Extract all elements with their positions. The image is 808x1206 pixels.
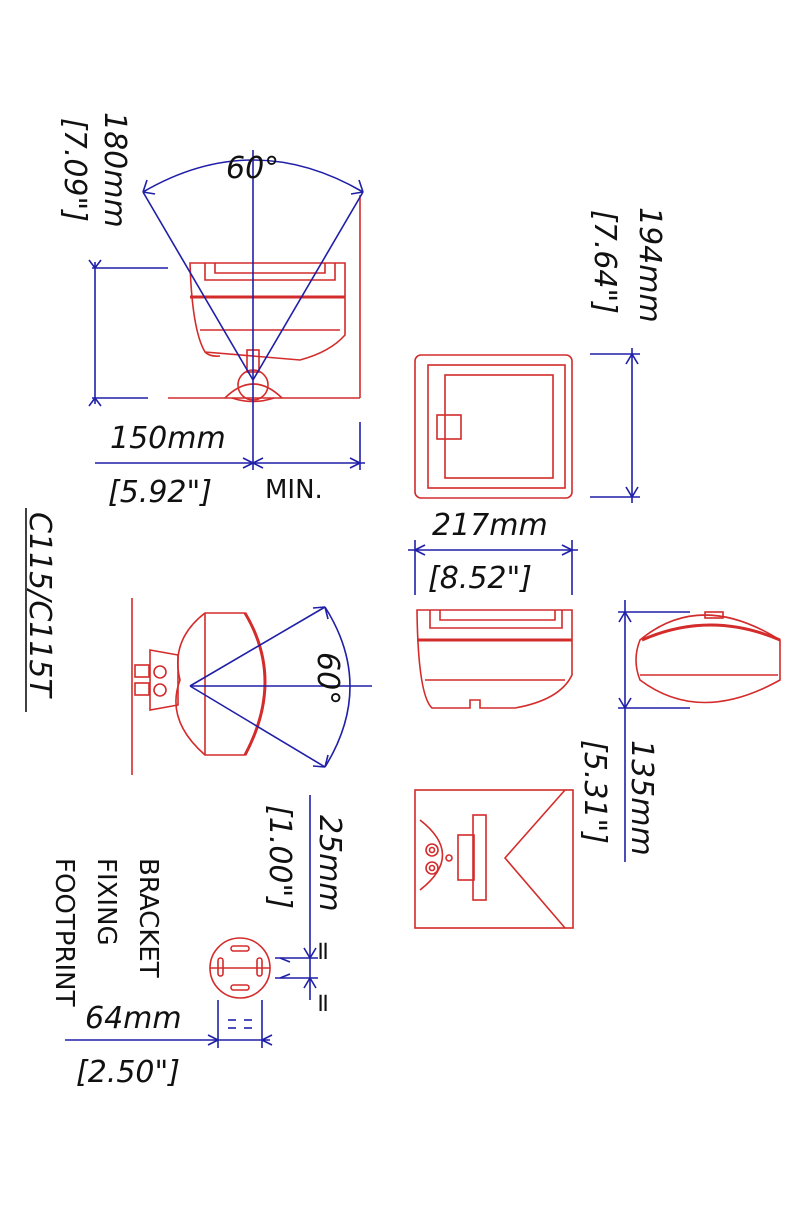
height-mm-label: 180mm [97,112,132,228]
side-angle-label: 60° [226,151,279,186]
top-view-dimensions [590,348,640,503]
profile-dimensions [618,600,690,862]
footprint-label-line1: BRACKET [133,858,163,978]
equal-mark-2: = [308,992,338,1014]
width-dimension [408,540,578,595]
thickness-in-label: [5.31"] [577,740,612,844]
width-in-label: [8.52"] [428,561,532,596]
model-title: C115/C115T [22,512,57,700]
footprint-in-label: [2.50"] [76,1055,180,1090]
clearance-min-label: MIN. [265,475,323,505]
footprint-label-line3: FOOTPRINT [49,858,79,1007]
clearance-mm-label: 150mm [110,421,226,456]
profile-view [635,611,781,704]
bracket-footprint [209,937,271,999]
width-mm-label: 217mm [432,508,548,543]
equal-mark-1: = [308,940,338,962]
clearance-in-label: [5.92"] [108,475,212,510]
side-view-dimensions [88,150,365,470]
rear-view [416,609,573,709]
front-view [131,598,267,775]
height-in-label: [7.09"] [57,118,92,222]
depth-mm-label: 194mm [632,207,667,323]
front-view-dimensions [189,606,372,768]
bottom-view [414,789,574,929]
front-angle-label: 60° [310,652,345,705]
bracket-dimensions [65,795,318,1048]
footprint-mm-label: 64mm [85,1001,182,1036]
bracket-mm-label: 25mm [312,815,347,912]
thickness-mm-label: 135mm [624,740,659,856]
footprint-label-line2: FIXING [91,858,121,946]
model-title-group: C115/C115T [22,508,57,712]
side-view [168,195,361,403]
depth-in-label: [7.64"] [587,210,622,314]
top-view [414,354,573,499]
bracket-in-label: [1.00"] [262,805,297,909]
